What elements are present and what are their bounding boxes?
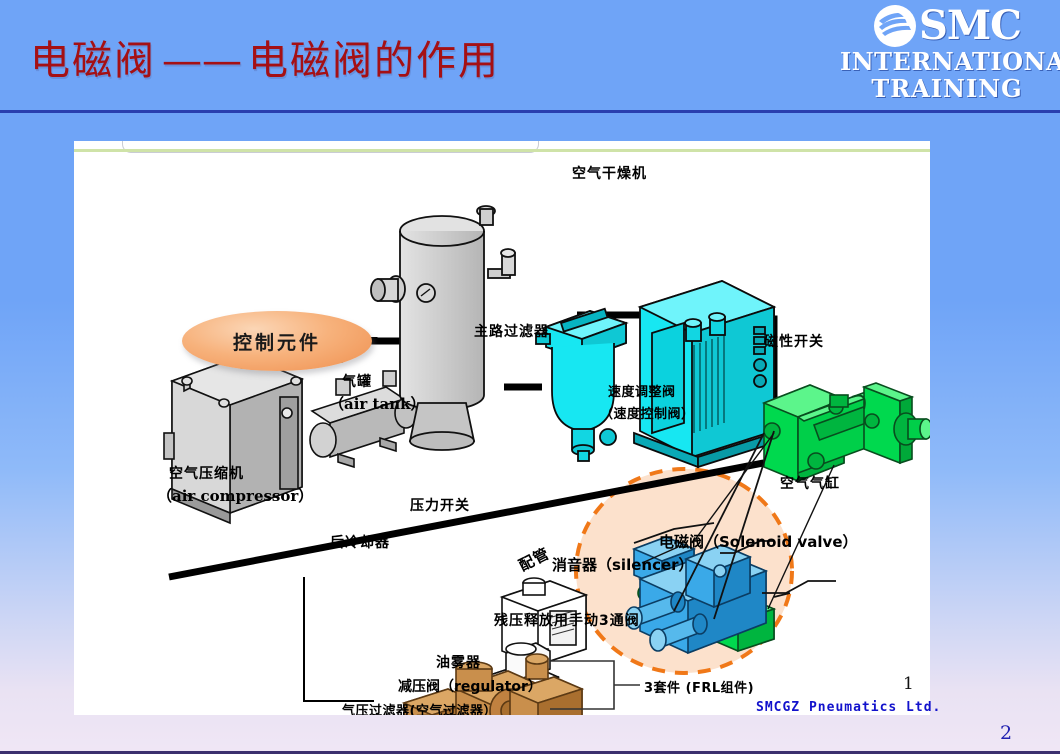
header-divider [0,110,1060,113]
pneumatic-system-schematic [163,205,930,715]
label-speed-valve-cn2: （速度控制阀） [600,407,695,422]
title-sub: 电磁阀的作用 [248,38,500,84]
silencer-icon [625,591,708,652]
label-manual-3way-valve: 残压释放用手动3通阀 [494,613,640,629]
footer-page-note: 1 [903,674,914,694]
air-dryer-icon [633,280,781,469]
air-cylinder-icon [761,382,930,483]
bottom-divider [0,751,1060,754]
smc-swirl-icon [874,5,916,47]
logo-line-training: TRAINING [871,74,1023,103]
logo-line-international: INTERNATIONAL [840,47,1060,76]
slide-header: 电磁阀——电磁阀的作用 SMC INTERNATIONAL TRAINING [0,0,1060,113]
label-air-filter: 气压过滤器(空气过滤器） [342,704,497,715]
leader-lines [641,432,835,610]
frl-bracket [550,660,640,710]
solenoid-valve-icon [625,536,769,655]
label-silencer: 消音器（silencer） [552,556,694,574]
logo-brand-text: SMC [919,2,1022,49]
label-air-tank-cn: 气罐 [342,374,372,390]
smc-logo: SMC INTERNATIONAL TRAINING [840,4,1060,108]
slide-number: 2 [1000,722,1013,744]
page-title: 电磁阀——电磁阀的作用 [30,28,500,86]
label-air-compressor-cn: 空气压缩机 [169,466,244,482]
label-main-filter: 主路过滤器 [474,324,549,340]
main-filter-icon [535,307,629,462]
control-components-callout: 控制元件 [182,311,372,371]
green-divider-artifact [74,149,930,152]
logo-top-row: SMC [840,4,1054,48]
label-speed-valve-cn: 速度调整阀 [608,385,676,400]
label-air-tank-en: （air tank） [329,395,426,413]
label-solenoid-valve: 电磁阀（Solenoid valve） [659,533,858,551]
footer-brand-line: SMCGZ Pneumatics Ltd. [756,700,942,715]
label-aftercooler: 后冷却器 [330,535,390,551]
label-air-cylinder: 空气气缸 [780,476,840,492]
title-main: 电磁阀 [30,38,156,84]
air-compressor-icon [163,354,305,525]
label-pressure-switch: 压力开关 [410,498,470,514]
title-dash: —— [162,38,242,84]
control-components-label: 控制元件 [232,331,321,354]
diagram-panel: 控制元件 气罐 （air tank） 空气压缩机 （air compressor… [74,141,930,715]
label-air-compressor-en: （air compressor） [157,487,314,505]
signal-lines [633,430,836,620]
label-air-dryer: 空气干燥机 [572,166,647,182]
label-regulator: 减压阀（regulator） [398,679,542,695]
label-frl-set: 3套件 (FRL组件) [644,681,755,696]
label-magnetic-switch: 磁性开关 [764,334,824,350]
label-lubricator: 油雾器 [436,655,481,671]
air-tank-icon [370,205,516,451]
